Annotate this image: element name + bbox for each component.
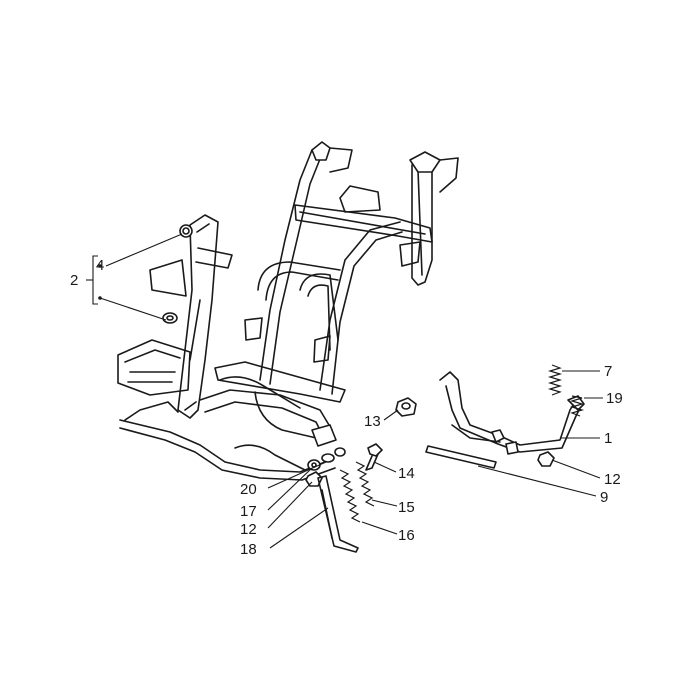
callout-4: 4 [96,257,104,274]
part-13-buffer [395,397,417,417]
callout-17: 17 [240,503,257,520]
callout-13: 13 [364,413,381,430]
callout-2: 2 [70,272,78,289]
leader-lines [86,233,603,549]
callout-18: 18 [240,541,257,558]
part-4-bushing [179,224,193,238]
part-12-nut-right [537,451,555,467]
callout-14: 14 [398,465,415,482]
part-16-spring [339,469,361,523]
callout-1: 1 [604,430,612,447]
part-17-washer [307,459,321,471]
callout-12-left: 12 [240,521,257,538]
part-7-spring [547,364,563,396]
part-9-pivot-rod [425,445,497,469]
part-2-bushing [162,312,178,324]
part-1-centre-stand [439,371,585,455]
callout-12-right: 12 [604,471,621,488]
part-12-nut-left [305,471,323,487]
callout-labels: 2 4 7 19 1 13 12 9 14 15 16 20 17 12 18 [70,257,623,558]
callout-15: 15 [398,499,415,516]
main-frame [117,141,459,481]
part-14-bolt [365,443,383,471]
callout-7: 7 [604,363,612,380]
callout-19: 19 [606,390,623,407]
callout-16: 16 [398,527,415,544]
part-19-spring [569,395,585,417]
callout-20: 20 [240,481,257,498]
callout-9: 9 [600,489,608,506]
part-18-side-stand [317,475,359,553]
small-washer [334,447,346,457]
part-20-washer [321,453,335,463]
part-15-spring [355,461,375,507]
